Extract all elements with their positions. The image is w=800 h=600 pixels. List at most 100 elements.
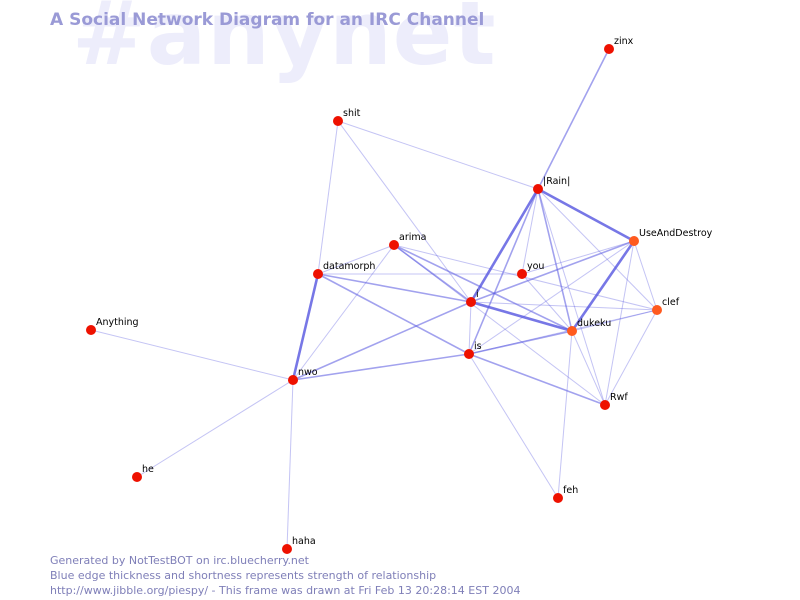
node-dot-rwf bbox=[600, 400, 610, 410]
edge-useanddestroy-clef bbox=[633, 240, 658, 311]
node-label-he: he bbox=[142, 464, 154, 475]
node-nwo: nwo bbox=[288, 367, 318, 385]
nodes-layer: zinx shit |Rain| UseAndDestroy arima datamorp… bbox=[86, 36, 713, 554]
edge-useanddestroy-rwf bbox=[604, 240, 635, 406]
node-label-haha: haha bbox=[292, 536, 316, 547]
node-he: he bbox=[132, 464, 154, 482]
edge-rain-i bbox=[469, 188, 540, 303]
node-dot-rain bbox=[533, 184, 543, 194]
edge-shit-i bbox=[337, 120, 472, 303]
edge-arima-datamorph bbox=[317, 244, 395, 275]
edge-clef-dukeku bbox=[571, 309, 658, 332]
node-haha: haha bbox=[282, 536, 316, 554]
edge-rain-is bbox=[468, 188, 539, 355]
node-label-dukeku: dukeku bbox=[577, 318, 611, 329]
edge-arima-nwo bbox=[292, 244, 395, 381]
edge-dukeku-rwf bbox=[571, 330, 606, 406]
edge-rain-rwf bbox=[537, 188, 606, 406]
edge-i-clef bbox=[470, 301, 658, 311]
node-i: i bbox=[466, 289, 479, 307]
node-datamorph: datamorph bbox=[313, 261, 375, 279]
edges-layer bbox=[90, 48, 658, 550]
node-label-feh: feh bbox=[563, 485, 578, 496]
edge-datamorph-i bbox=[317, 273, 472, 303]
edge-rain-dukeku bbox=[537, 188, 573, 332]
node-dot-dukeku bbox=[567, 326, 577, 336]
node-label-useanddestroy: UseAndDestroy bbox=[639, 228, 713, 239]
node-arima: arima bbox=[389, 232, 426, 250]
node-clef: clef bbox=[652, 297, 680, 315]
node-dot-he bbox=[132, 472, 142, 482]
edge-arima-rwf bbox=[393, 244, 606, 406]
node-label-zinx: zinx bbox=[614, 36, 634, 47]
edge-rain-useanddestroy bbox=[537, 187, 635, 243]
edge-rain-you bbox=[521, 188, 539, 275]
node-label-is: is bbox=[474, 341, 482, 352]
edge-i-dukeku bbox=[470, 300, 573, 333]
edge-useanddestroy-you bbox=[521, 240, 635, 275]
edge-is-rwf bbox=[468, 353, 606, 406]
node-rain: |Rain| bbox=[533, 176, 570, 194]
node-zinx: zinx bbox=[604, 36, 634, 54]
node-dot-shit bbox=[333, 116, 343, 126]
node-label-nwo: nwo bbox=[298, 367, 318, 378]
node-dot-feh bbox=[553, 493, 563, 503]
node-label-anything: Anything bbox=[96, 317, 139, 328]
node-dot-is bbox=[464, 349, 474, 359]
node-dot-zinx bbox=[604, 44, 614, 54]
edge-datamorph-is bbox=[317, 273, 470, 355]
node-dot-useanddestroy bbox=[629, 236, 639, 246]
edge-shit-rain bbox=[337, 120, 539, 190]
edge-zinx-rain bbox=[537, 48, 610, 190]
edge-i-nwo bbox=[292, 301, 472, 381]
node-label-arima: arima bbox=[399, 232, 426, 243]
edge-i-is bbox=[468, 301, 472, 355]
edge-nwo-he bbox=[136, 379, 294, 478]
edge-useanddestroy-dukeku bbox=[570, 240, 636, 332]
footer-legend-note: Blue edge thickness and shortness repres… bbox=[50, 569, 437, 582]
edge-arima-i bbox=[393, 244, 472, 303]
edge-dukeku-is bbox=[468, 330, 573, 355]
node-label-i: i bbox=[476, 289, 479, 300]
edge-rain-clef bbox=[537, 188, 658, 311]
diagram-title: A Social Network Diagram for an IRC Chan… bbox=[50, 10, 485, 30]
edge-clef-rwf bbox=[604, 309, 658, 406]
node-dot-i bbox=[466, 297, 476, 307]
node-dot-haha bbox=[282, 544, 292, 554]
node-dot-anything bbox=[86, 325, 96, 335]
edge-dukeku-feh bbox=[557, 330, 573, 499]
node-dot-datamorph bbox=[313, 269, 323, 279]
node-dot-you bbox=[517, 269, 527, 279]
node-dot-clef bbox=[652, 305, 662, 315]
node-label-you: you bbox=[527, 261, 544, 272]
node-anything: Anything bbox=[86, 317, 139, 335]
node-dot-nwo bbox=[288, 375, 298, 385]
node-useanddestroy: UseAndDestroy bbox=[629, 228, 713, 246]
edge-shit-datamorph bbox=[317, 120, 339, 275]
node-label-rwf: Rwf bbox=[610, 392, 628, 403]
node-label-clef: clef bbox=[662, 297, 680, 308]
edge-anything-nwo bbox=[90, 329, 294, 381]
edge-arima-dukeku bbox=[393, 244, 573, 332]
channel-watermark: #anynet bbox=[72, 0, 497, 85]
footer-url-timestamp: http://www.jibble.org/piespy/ - This fra… bbox=[50, 584, 521, 597]
edge-useanddestroy-is bbox=[468, 240, 635, 355]
edge-is-feh bbox=[468, 353, 559, 499]
edge-is-nwo bbox=[292, 353, 470, 381]
node-label-datamorph: datamorph bbox=[323, 261, 375, 272]
node-label-shit: shit bbox=[343, 108, 361, 119]
node-label-rain: |Rain| bbox=[543, 176, 570, 187]
edge-useanddestroy-i bbox=[470, 240, 635, 303]
node-you: you bbox=[517, 261, 544, 279]
edge-nwo-haha bbox=[286, 379, 294, 550]
node-feh: feh bbox=[553, 485, 578, 503]
edge-you-dukeku bbox=[521, 273, 573, 332]
node-dot-arima bbox=[389, 240, 399, 250]
node-dukeku: dukeku bbox=[567, 318, 611, 336]
node-is: is bbox=[464, 341, 482, 359]
node-rwf: Rwf bbox=[600, 392, 628, 410]
node-shit: shit bbox=[333, 108, 361, 126]
footer: Generated by NotTestBOT on irc.bluecherr… bbox=[50, 553, 520, 598]
